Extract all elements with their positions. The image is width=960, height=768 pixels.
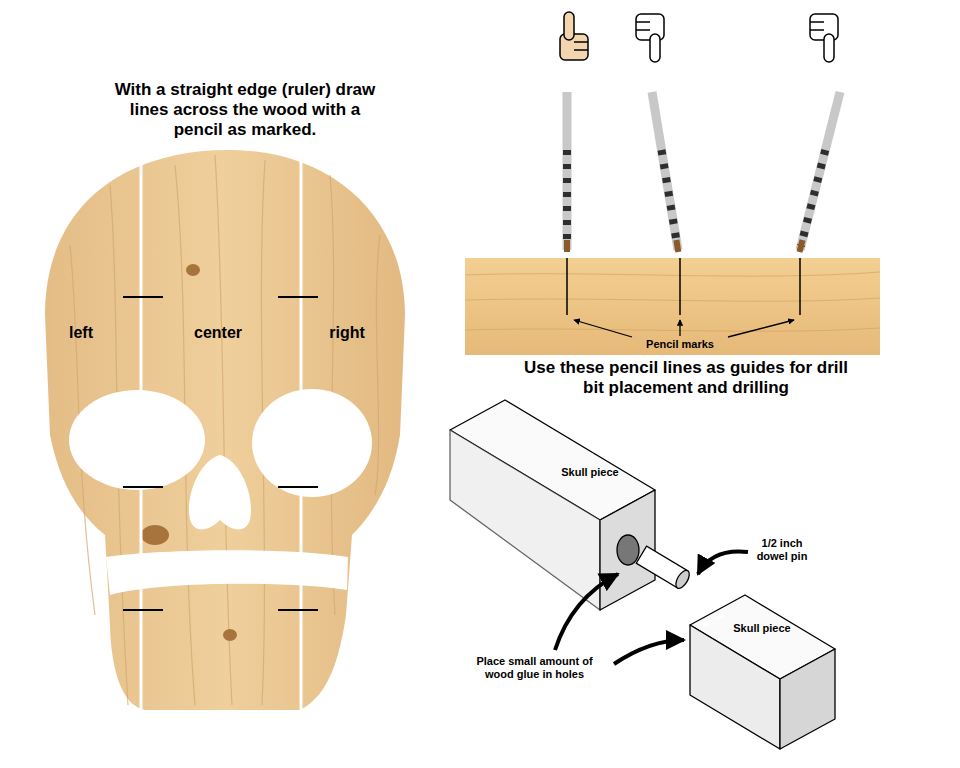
part-label: Skull piece <box>732 622 792 635</box>
callout-label: Place small amount of wood glue in holes <box>462 655 607 681</box>
callout-label: 1/2 inch dowel pin <box>750 537 814 563</box>
drill-bit <box>567 92 568 252</box>
pointer-label: Pencil marks <box>630 338 730 351</box>
instruction-heading: With a straight edge (ruler) draw lines … <box>105 80 385 140</box>
thumbs-down-icon <box>636 14 664 62</box>
part-label: center <box>178 324 258 342</box>
drill-bit <box>652 92 678 252</box>
thumbs-up-icon <box>560 12 588 60</box>
skull-piece-block <box>450 400 655 610</box>
thumbs-down-icon <box>810 14 838 62</box>
part-label: right <box>314 324 380 342</box>
skull-piece-block <box>690 595 835 749</box>
instruction-note: Use these pencil lines as guides for dri… <box>516 358 856 398</box>
drill-bit <box>800 92 841 252</box>
dowel-pin <box>636 546 692 590</box>
pencil-ticks <box>123 297 318 610</box>
callout-arrows <box>555 551 748 664</box>
wood-board <box>465 258 880 355</box>
wooden-skull <box>45 150 405 715</box>
part-label: left <box>55 324 107 342</box>
part-label: Skull piece <box>560 466 620 479</box>
